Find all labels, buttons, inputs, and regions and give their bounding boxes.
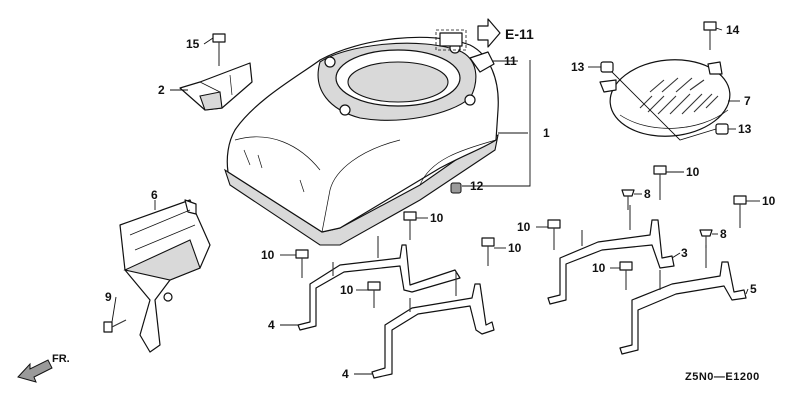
front-direction-arrow: FR. (17, 353, 70, 383)
callout-7: 7 (744, 94, 751, 108)
callout-10-d: 10 (340, 283, 354, 297)
pin-part-8-a (621, 189, 635, 210)
bolt-part-10-d (367, 281, 381, 308)
fan-cover (223, 32, 499, 246)
diagram-code: Z5N0—E1200 (685, 371, 760, 383)
callout-10-b: 10 (430, 211, 444, 225)
callout-8-upper: 8 (644, 187, 651, 201)
guard-part-6 (119, 199, 211, 353)
bolt-part-10-c (481, 237, 495, 266)
callout-1: 1 (543, 126, 550, 140)
callout-13-top: 13 (571, 60, 585, 74)
bracket-part-3 (547, 205, 675, 305)
callout-13-bottom: 13 (738, 122, 752, 136)
callout-labels: 1 2 3 4 4 5 6 7 8 8 9 10 10 10 10 10 10 … (105, 23, 776, 381)
callout-4-upper: 4 (268, 318, 275, 332)
nut-part-13-top (600, 61, 614, 73)
callout-10-a: 10 (261, 248, 275, 262)
callout-12: 12 (470, 179, 484, 193)
callout-10-f: 10 (517, 220, 531, 234)
clip-part-11 (469, 51, 495, 73)
bracket-part-4-upper (297, 236, 461, 331)
bolt-part-10-h (619, 261, 633, 290)
bolt-part-10-b (403, 211, 417, 240)
callout-3: 3 (681, 246, 688, 260)
callout-11: 11 (504, 54, 517, 68)
callout-14: 14 (726, 23, 740, 37)
bracket-part-5 (619, 245, 747, 355)
callout-10-c: 10 (508, 241, 522, 255)
bolt-part-10-g (733, 195, 747, 228)
nut-part-13-bottom (715, 123, 729, 135)
grommet-part-12 (450, 182, 462, 194)
bolt-part-10-f (547, 219, 561, 250)
bracket-part-2 (179, 62, 253, 111)
callout-10-e: 10 (686, 165, 700, 179)
bolt-part-15 (212, 33, 226, 66)
bolt-part-10-e (653, 165, 667, 200)
callout-10-h: 10 (592, 261, 606, 275)
callout-6: 6 (151, 188, 158, 202)
pin-part-8-b (699, 229, 713, 248)
bolt-part-14 (703, 21, 717, 50)
bolt-part-9 (103, 319, 127, 333)
callout-15: 15 (186, 37, 200, 51)
reference-label: E-11 (505, 26, 534, 42)
callout-5: 5 (750, 282, 757, 296)
bolt-part-10-a (295, 249, 309, 278)
callout-10-g: 10 (762, 194, 776, 208)
leader-lines (111, 27, 760, 375)
callout-8-lower: 8 (720, 227, 727, 241)
round-cover-part-7 (599, 59, 731, 137)
callout-4-lower: 4 (342, 367, 349, 381)
front-label: FR. (52, 353, 70, 365)
callout-9: 9 (105, 290, 112, 304)
callout-2: 2 (158, 83, 165, 97)
reference-arrow: E-11 (435, 18, 534, 51)
bracket-part-4-lower (371, 272, 495, 379)
